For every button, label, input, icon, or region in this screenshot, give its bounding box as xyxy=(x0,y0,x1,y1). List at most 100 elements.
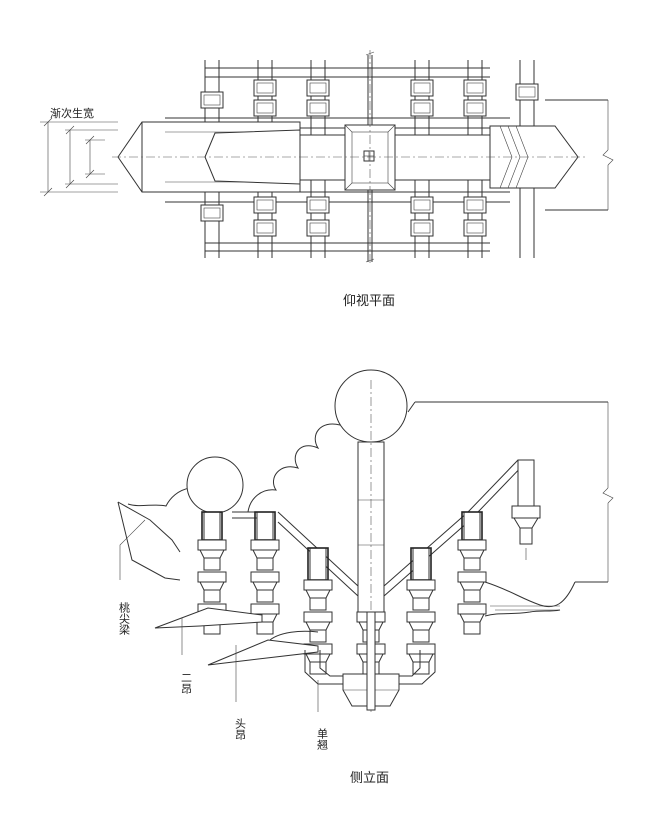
plan-block-inner xyxy=(203,207,221,219)
side-right-hanging-block xyxy=(511,459,541,560)
plan-block xyxy=(200,91,224,109)
side-block-waist xyxy=(199,549,225,559)
label-tiaojianliang: 桃尖梁 xyxy=(118,601,131,636)
plan-block xyxy=(306,99,330,117)
side-block-neck xyxy=(256,589,274,603)
plan-block-inner xyxy=(309,222,327,234)
plan-block xyxy=(515,83,539,101)
side-block-waist xyxy=(408,653,434,663)
side-block-neck xyxy=(256,621,274,635)
side-block-neck xyxy=(203,557,221,571)
side-block-neck xyxy=(309,629,327,643)
label-danqiao: 单翘 xyxy=(316,728,329,750)
plan-block xyxy=(200,204,224,222)
label-touang: 头昂 xyxy=(234,718,247,740)
side-block-waist xyxy=(408,589,434,599)
plan-block-inner xyxy=(413,82,431,94)
plan-block-inner xyxy=(466,102,484,114)
side-block-cap xyxy=(250,571,280,583)
side-block-neck xyxy=(412,629,430,643)
side-block-cap xyxy=(457,571,487,583)
side-block-neck xyxy=(256,557,274,571)
side-block-waist xyxy=(459,613,485,623)
side-post xyxy=(309,547,327,581)
plan-block xyxy=(253,79,277,97)
side-post xyxy=(412,547,430,581)
side-bracket-stacks xyxy=(197,511,487,675)
side-block-neck xyxy=(309,597,327,611)
plan-block-inner xyxy=(203,94,221,106)
plan-block xyxy=(410,99,434,117)
plan-width-dimension: 渐次生宽 xyxy=(40,106,118,197)
side-block-cap xyxy=(457,603,487,615)
plan-block-inner xyxy=(466,82,484,94)
side-block-cap xyxy=(406,643,436,655)
side-block-neck xyxy=(309,661,327,675)
side-block-cap xyxy=(250,539,280,551)
side-block-waist xyxy=(459,549,485,559)
plan-block-inner xyxy=(413,222,431,234)
plan-block xyxy=(253,99,277,117)
plan-block xyxy=(306,219,330,237)
plan-block xyxy=(463,99,487,117)
plan-block-inner xyxy=(256,102,274,114)
side-block-cap xyxy=(406,611,436,623)
plan-view-title: 仰视平面 xyxy=(343,294,395,309)
plan-block xyxy=(253,196,277,214)
plan-block-inner xyxy=(309,199,327,211)
side-post xyxy=(463,511,481,541)
side-labels: 桃尖梁 二昂 头昂 单翘 xyxy=(118,601,329,750)
plan-block-inner xyxy=(466,222,484,234)
side-block-waist xyxy=(252,549,278,559)
plan-block xyxy=(463,196,487,214)
plan-block xyxy=(253,219,277,237)
dimension-label: 渐次生宽 xyxy=(50,106,94,120)
plan-view: 渐次生宽 仰视平面 xyxy=(40,50,614,309)
plan-block xyxy=(306,79,330,97)
side-block-neck xyxy=(463,621,481,635)
side-base-block xyxy=(304,611,436,711)
side-leader-lines xyxy=(119,519,319,712)
side-block-neck xyxy=(203,589,221,603)
side-block-cap xyxy=(457,539,487,551)
plan-block-inner xyxy=(518,86,536,98)
side-block-waist xyxy=(459,581,485,591)
plan-blocks xyxy=(200,79,539,237)
side-block-waist xyxy=(305,621,331,631)
side-post xyxy=(203,511,221,541)
plan-block-inner xyxy=(413,199,431,211)
plan-center-lines xyxy=(112,50,585,265)
side-block-cap xyxy=(197,571,227,583)
side-block-cap xyxy=(303,579,333,591)
plan-block-inner xyxy=(256,82,274,94)
plan-block-inner xyxy=(413,102,431,114)
side-post xyxy=(256,511,274,541)
side-block-cap xyxy=(250,603,280,615)
plan-block xyxy=(410,79,434,97)
plan-block-inner xyxy=(256,222,274,234)
side-view-title: 侧立面 xyxy=(350,771,389,786)
plan-block xyxy=(410,196,434,214)
side-block-neck xyxy=(412,597,430,611)
side-beam-outline xyxy=(117,401,614,608)
side-block-waist xyxy=(408,621,434,631)
plan-block-inner xyxy=(309,102,327,114)
side-block-waist xyxy=(305,589,331,599)
plan-block-inner xyxy=(466,199,484,211)
side-block-cap xyxy=(406,579,436,591)
side-block-waist xyxy=(305,653,331,663)
plan-block-inner xyxy=(309,82,327,94)
plan-block xyxy=(410,219,434,237)
label-erang: 二昂 xyxy=(180,672,193,694)
side-view: 桃尖梁 二昂 头昂 单翘 侧立面 xyxy=(117,369,614,786)
side-block-neck xyxy=(463,589,481,603)
plan-block-inner xyxy=(256,199,274,211)
plan-block xyxy=(306,196,330,214)
plan-right-frame xyxy=(545,99,614,211)
side-central-column xyxy=(357,380,385,712)
plan-block xyxy=(463,219,487,237)
side-block-cap xyxy=(303,611,333,623)
side-block-waist xyxy=(199,581,225,591)
plan-block xyxy=(463,79,487,97)
